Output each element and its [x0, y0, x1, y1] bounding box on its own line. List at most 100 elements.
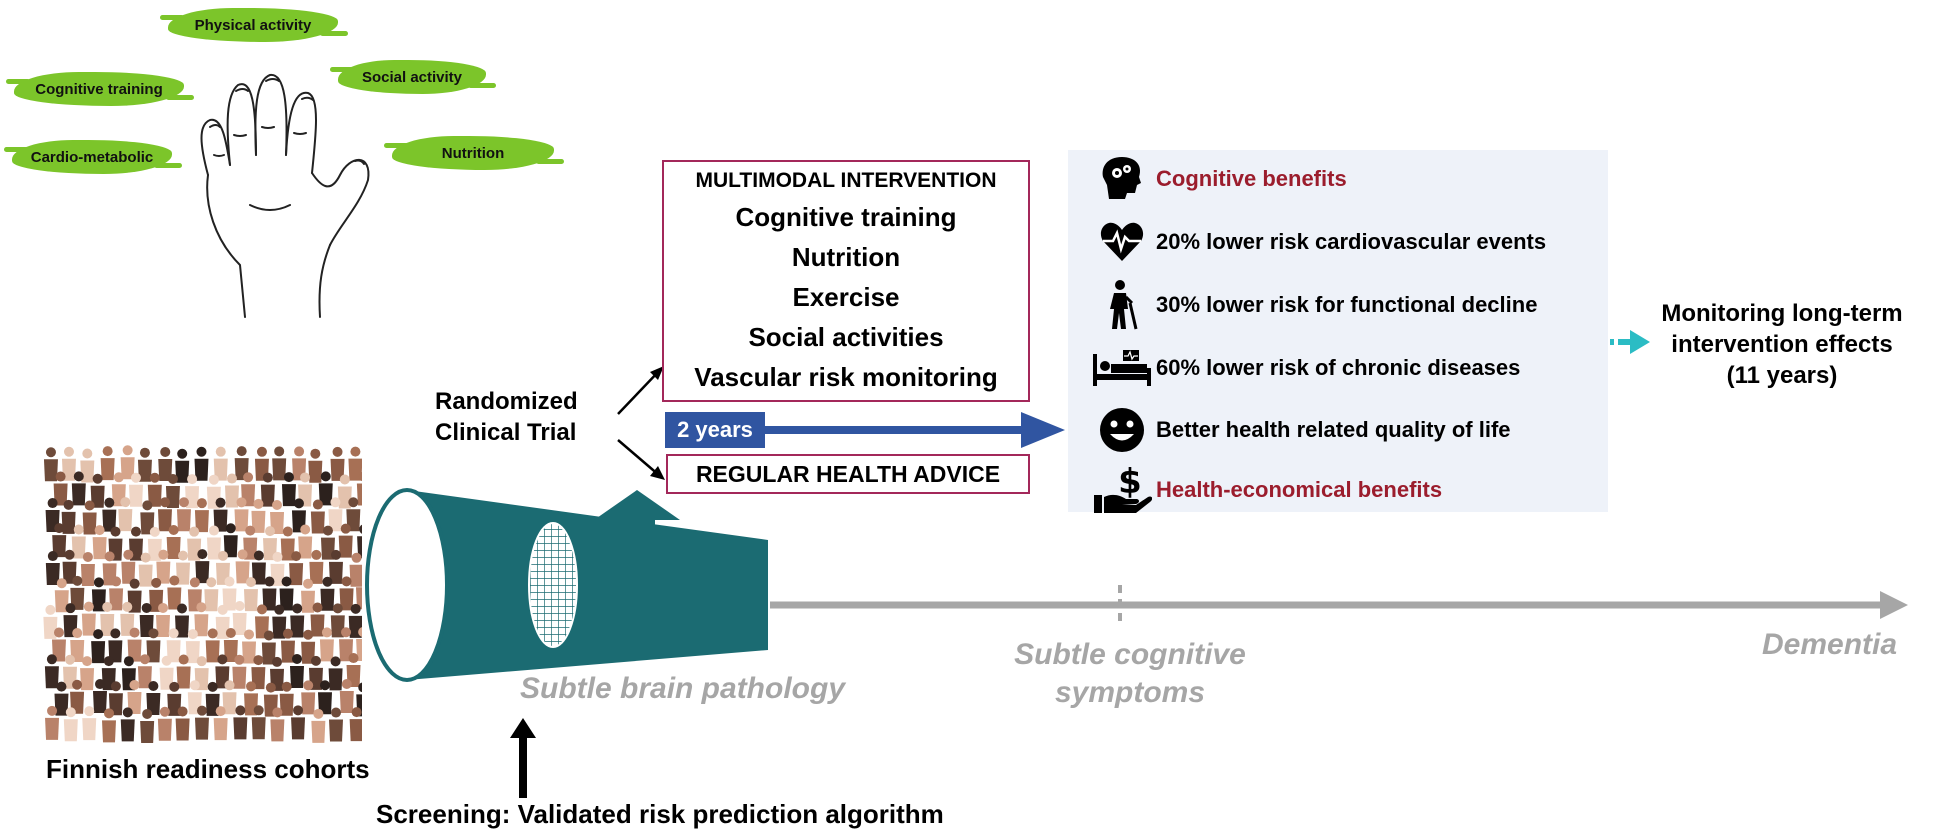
crowd-person [318, 471, 333, 506]
intervention-item: Exercise [792, 282, 900, 312]
screening-label: Screening: Validated risk prediction alg… [376, 799, 944, 829]
crowd-person [71, 471, 86, 506]
crowd-person [43, 604, 58, 639]
crowd-person [320, 576, 335, 611]
crowd-person [262, 576, 277, 611]
trial-label-line1: Randomized [435, 388, 578, 415]
hand-illustration [190, 55, 390, 320]
trial-branch-arrows [617, 366, 665, 480]
monitoring-arrow [1610, 330, 1650, 354]
stage2-line2: symptoms [1054, 676, 1206, 709]
crowd-person [260, 472, 275, 507]
crowd-person [308, 448, 323, 483]
crowd-person [279, 681, 294, 716]
crowd-person [45, 551, 60, 586]
crowd-person [279, 576, 294, 611]
intervention-item: Vascular risk monitoring [694, 362, 998, 392]
crowd-person [339, 679, 354, 714]
timeline-stage-subtle-cognitive-symptoms: Subtle cognitive symptoms [980, 636, 1280, 712]
population-label: Finnish readiness cohorts [46, 754, 370, 784]
crowd-person [339, 576, 354, 611]
crowd-person [91, 629, 106, 664]
brush-label-nutrition: Nutrition [384, 136, 564, 170]
outcome-text: Better health related quality of life [1156, 417, 1511, 442]
trial-label-line2: Clinical Trial [435, 419, 577, 446]
multimodal-intervention-box: MULTIMODAL INTERVENTION Cognitive traini… [662, 160, 1030, 402]
crowd-person [291, 705, 306, 740]
control-label: REGULAR HEALTH ADVICE [695, 460, 1001, 487]
outcome-text: 30% lower risk for functional decline [1156, 292, 1538, 317]
physical-activity-label: Physical activity [194, 16, 312, 34]
outcome-text: Health-economical benefits [1156, 477, 1443, 502]
hospital-bed-icon [1092, 343, 1152, 393]
crowd-person [223, 523, 238, 558]
crowd-person [80, 551, 95, 586]
crowd-person [204, 577, 219, 612]
intervention-title: MULTIMODAL INTERVENTION [695, 169, 997, 192]
crowd-person [92, 525, 107, 560]
crowd-person [251, 550, 266, 585]
crowd-person [61, 499, 76, 534]
crowd-person [157, 497, 172, 532]
crowd-person [243, 577, 258, 612]
crowd-person [328, 549, 343, 584]
funnel-opening [365, 488, 449, 682]
crowd-person [222, 576, 237, 611]
crowd-person [80, 656, 95, 691]
crowd-person [330, 446, 345, 481]
regular-health-advice-box: REGULAR HEALTH ADVICE [666, 454, 1030, 494]
hand-icon [200, 73, 370, 318]
crowd-person [298, 524, 313, 559]
duration-label: 2 years [665, 412, 765, 448]
crowd-person [356, 471, 362, 506]
randomized-trial-label: Randomized Clinical Trial [435, 386, 578, 448]
crowd-person [92, 679, 107, 714]
crowd-person [53, 471, 68, 506]
outcomes-panel [1068, 150, 1608, 512]
crowd-person [242, 629, 257, 664]
crowd-person [338, 523, 353, 558]
crowd-person [176, 550, 191, 585]
crowd-person [309, 549, 324, 584]
cardio-metabolic-label: Cardio-metabolic [30, 148, 154, 166]
outcome-row: $ Health-economical benefits [1092, 465, 1442, 515]
elderly-person-icon [1092, 280, 1152, 330]
outcome-text: 60% lower risk of chronic diseases [1156, 355, 1521, 380]
brush-label-physical-activity: Physical activity [160, 8, 348, 42]
cognitive-training-label: Cognitive training [35, 80, 163, 98]
crowd-person [62, 549, 77, 584]
crowd-illustration [42, 445, 362, 745]
crowd-person [71, 524, 86, 559]
crowd-person [167, 575, 182, 610]
crowd-person [194, 446, 209, 481]
crowd-person [301, 680, 316, 715]
disease-timeline [770, 585, 1908, 621]
crowd-person [317, 680, 332, 715]
nutrition-label: Nutrition [441, 144, 505, 162]
crowd-person [63, 707, 78, 742]
intervention-item: Cognitive training [735, 202, 957, 232]
crowd-person [156, 602, 171, 637]
hand-dollar-icon: $ [1092, 465, 1152, 515]
crowd-person [272, 604, 287, 639]
crowd-person [310, 499, 325, 534]
brain-gears-icon [1092, 154, 1152, 204]
crowd-person [251, 705, 266, 740]
timeline-stage-subtle-brain-pathology: Subtle brain pathology [520, 672, 846, 705]
crowd-person [121, 549, 136, 584]
crowd-person [82, 500, 97, 535]
intervention-item: Social activities [748, 322, 944, 352]
stage2-line1: Subtle cognitive [1014, 638, 1246, 671]
crowd-person [194, 498, 209, 533]
crowd-person [158, 446, 173, 481]
heart-pulse-icon [1092, 217, 1152, 267]
crowd-person [281, 472, 296, 507]
social-activity-label: Social activity [361, 68, 463, 86]
crowd-person [328, 656, 343, 691]
outcome-row: 60% lower risk of chronic diseases [1092, 343, 1520, 393]
crowd-person [157, 706, 172, 741]
crowd-person [328, 497, 343, 532]
crowd-person [357, 524, 362, 559]
intervention-item: Nutrition [791, 242, 901, 272]
crowd-person [138, 552, 153, 587]
